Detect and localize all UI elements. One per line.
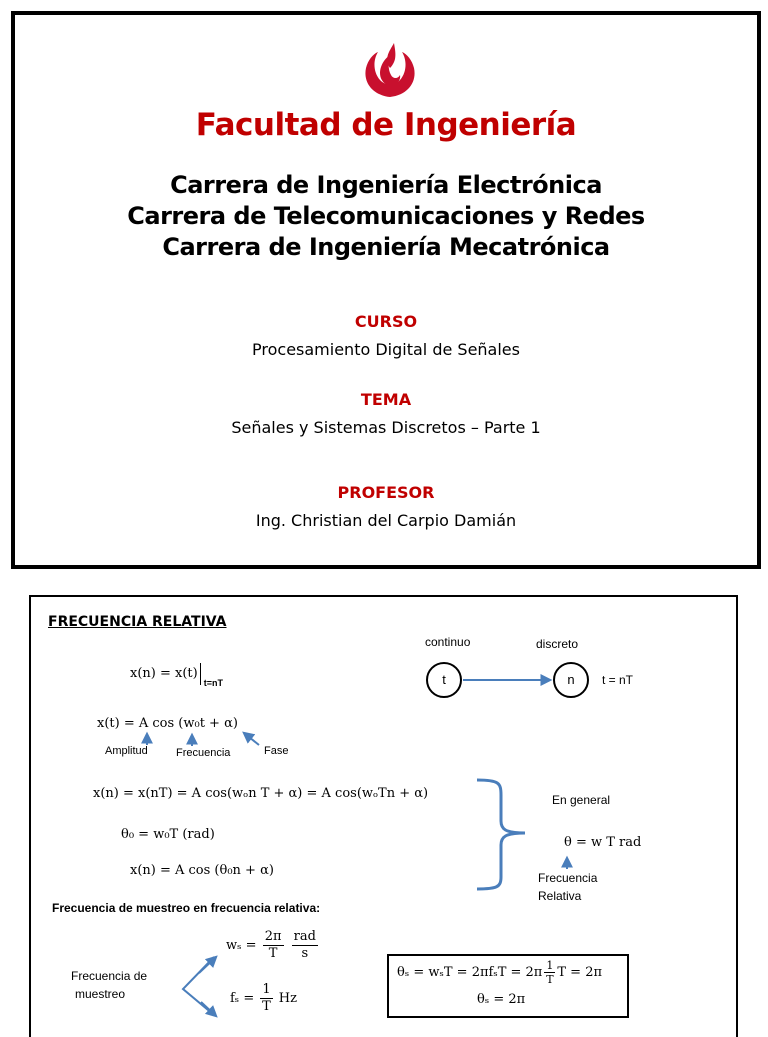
fs-numerator: 1 (260, 982, 273, 999)
relative-frequency-line: Relativa (538, 889, 582, 903)
xn-theta-equation: x(n) = A cos (θ₀n + α) (130, 863, 274, 878)
fs-denominator: T (262, 999, 271, 1014)
frequency-label: Frecuencia (176, 747, 231, 759)
fs-lhs: fₛ = (230, 991, 255, 1006)
sampling-label-line: Frecuencia de (71, 969, 148, 983)
general-label: En general (552, 793, 611, 807)
relative-frequency-label: Frecuencia Relativa (538, 869, 597, 905)
professor-name: Ing. Christian del Carpio Damián (255, 511, 517, 530)
relative-frequency-line: Frecuencia (538, 871, 598, 885)
ws-unit-denominator: s (301, 946, 309, 961)
career-list: Carrera de Ingeniería Electrónica Carrer… (15, 170, 757, 263)
ws-lhs: wₛ = (226, 938, 257, 953)
ws-numerator: 2π (262, 929, 284, 946)
sampling-equation-text: x(n) = x(t) (130, 666, 198, 681)
topic-name: Señales y Sistemas Discretos – Parte 1 (231, 418, 541, 437)
professor-section: PROFESOR Ing. Christian del Carpio Damiá… (15, 482, 757, 533)
faculty-title: Facultad de Ingeniería (195, 107, 577, 143)
box-line-2: θₛ = 2π (477, 992, 526, 1007)
course-label: CURSO (354, 312, 418, 331)
content-slide: FRECUENCIA RELATIVA x(n) = x(t) t=nT x(t)… (29, 595, 738, 1037)
phase-label: Fase (264, 745, 289, 757)
slide-heading: FRECUENCIA RELATIVA (48, 614, 227, 630)
sampling-heading: Frecuencia de muestreo en frecuencia rel… (52, 901, 321, 915)
career-item: Carrera de Telecomunicaciones y Redes (127, 202, 645, 230)
ws-denominator: T (268, 946, 278, 961)
box-numerator: 1 (544, 959, 556, 973)
sampling-label-line: muestreo (75, 987, 126, 1001)
xn-equation: x(n) = x(nT) = A cos(wₒn T + α) = A cos(… (93, 786, 429, 801)
amplitude-label: Amplitud (105, 745, 148, 757)
course-name: Procesamiento Digital de Señales (252, 340, 520, 359)
box-line-1-b: T = 2π (557, 965, 603, 980)
career-item: Carrera de Ingeniería Mecatrónica (162, 233, 610, 261)
continuous-label: continuo (425, 635, 471, 649)
university-logo-icon (365, 43, 415, 97)
curly-brace (476, 778, 526, 891)
box-line-1-a: θₛ = wₛT = 2πfₛT = 2π (397, 965, 543, 980)
fs-unit: Hz (278, 991, 297, 1006)
node-t: t (426, 662, 462, 698)
evaluation-subscript: t=nT (203, 678, 223, 688)
sampling-frequency-label: Frecuencia de muestreo (71, 967, 147, 1003)
professor-label: PROFESOR (337, 483, 435, 502)
title-slide: Facultad de Ingeniería Carrera de Ingeni… (11, 11, 761, 569)
general-equation: θ = w T rad (564, 835, 642, 850)
signal-equation: x(t) = A cos (w₀t + α) (97, 716, 238, 731)
discrete-label: discreto (536, 637, 579, 651)
sampling-equation: x(n) = x(t) t=nT (130, 663, 223, 688)
topic-section: TEMA Señales y Sistemas Discretos – Part… (15, 389, 757, 440)
course-section: CURSO Procesamiento Digital de Señales (15, 311, 757, 362)
evaluation-bar (199, 663, 201, 685)
ws-arrow (198, 955, 218, 974)
relation-label: t = nT (602, 673, 634, 687)
theta-equation: θ₀ = w₀T (rad) (121, 827, 215, 842)
fs-arrow (200, 1001, 218, 1018)
sampling-chevron (181, 956, 215, 1016)
node-n: n (553, 662, 589, 698)
phase-arrow (242, 731, 260, 746)
ws-unit-numerator: rad (291, 929, 318, 946)
topic-label: TEMA (360, 390, 412, 409)
box-denominator: T (546, 973, 554, 986)
career-item: Carrera de Ingeniería Electrónica (170, 171, 602, 199)
